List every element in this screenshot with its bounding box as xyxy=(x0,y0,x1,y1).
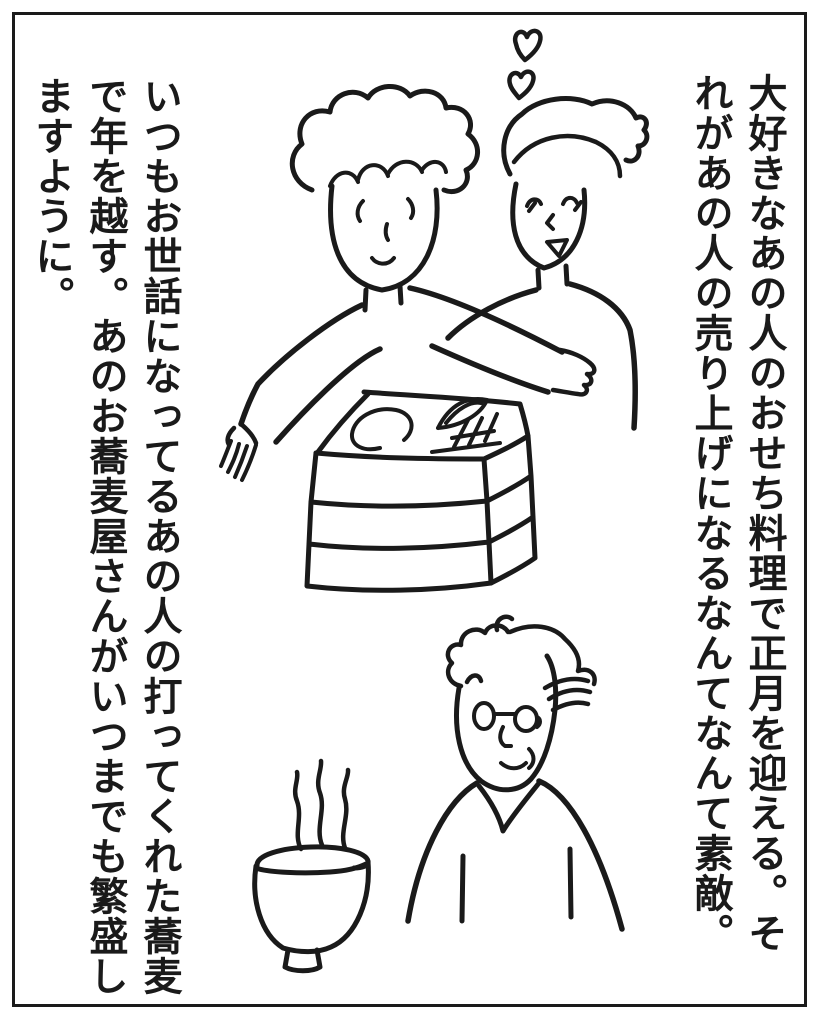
soba-bowl-foot xyxy=(282,947,323,974)
owner-kimono-collar xyxy=(476,780,542,834)
steam-lines xyxy=(292,758,351,852)
soba-bowl-rim xyxy=(254,844,371,876)
right-person-mouth xyxy=(545,238,569,258)
owner-nose xyxy=(498,725,513,748)
owner-body xyxy=(405,778,625,932)
heart-icon xyxy=(512,28,543,63)
left-person-right-arm xyxy=(407,285,565,395)
left-person-hairline xyxy=(328,159,448,188)
right-person-neck xyxy=(535,263,570,291)
right-person-face xyxy=(510,181,588,271)
osechi-box-leaf-decoration xyxy=(436,397,489,430)
left-person-left-arm xyxy=(238,302,383,445)
left-person-hair xyxy=(289,84,480,194)
owner-hair-left-tuft xyxy=(445,614,515,689)
left-person-left-hand xyxy=(219,439,258,482)
owner-sleeve-lines xyxy=(459,846,574,924)
owner-mouth xyxy=(499,747,536,771)
top-scene-illustration xyxy=(219,28,650,593)
left-person-right-hand xyxy=(550,347,597,397)
caption-left-col-3: ますように。 xyxy=(30,76,73,316)
owner-glasses-bridge xyxy=(492,712,542,729)
bottom-scene-illustration xyxy=(252,614,625,974)
left-person-nose xyxy=(383,222,390,242)
caption-left-col-1: いつもお世話になってるあの人の打ってくれた蕎麦 xyxy=(138,76,181,996)
soba-bowl-body xyxy=(252,859,371,955)
osechi-box-hatch-decoration xyxy=(430,412,502,454)
caption-right-col-1: 大好きなあの人のおせち料理で正月を迎える。そ xyxy=(743,73,786,953)
right-person-left-eye xyxy=(525,197,543,213)
right-person-hairline xyxy=(511,133,623,179)
right-person-body-right xyxy=(567,281,638,431)
owner-hair-right-sweep xyxy=(507,624,597,713)
owner-glasses-right-lens xyxy=(513,705,539,733)
right-person-nose xyxy=(545,213,555,231)
right-person-shoulder-left xyxy=(445,287,539,341)
caption-right-col-2: れがあの人の売り上げになるなんてなんて素敵。 xyxy=(689,73,732,953)
osechi-box-tiers-front xyxy=(304,450,494,593)
caption-left-col-2: で年を越す。あのお蕎麦屋さんがいつまでも繁盛し xyxy=(84,76,127,996)
osechi-box-tiers-side xyxy=(484,433,538,586)
left-person-face xyxy=(328,183,440,293)
owner-glasses-left-lens xyxy=(472,701,496,731)
left-person-neck xyxy=(362,283,404,313)
osechi-box-top-face xyxy=(313,389,531,462)
caption-right: 大好きなあの人のおせち料理で正月を迎える。そ れがあの人の売り上げになるなんてな… xyxy=(683,73,791,983)
left-person-right-eye xyxy=(406,197,416,220)
caption-left: いつもお世話になってるあの人の打ってくれた蕎麦 で年を越す。あのお蕎麦屋さんがい… xyxy=(24,76,186,1016)
heart-icon xyxy=(507,69,536,101)
left-person-left-eye xyxy=(355,199,365,223)
osechi-box-swirl-decoration xyxy=(350,407,414,452)
panel-border xyxy=(12,12,807,1007)
left-person-mouth xyxy=(370,256,396,266)
right-person-hair xyxy=(501,96,650,177)
right-person-right-eye xyxy=(561,195,583,212)
